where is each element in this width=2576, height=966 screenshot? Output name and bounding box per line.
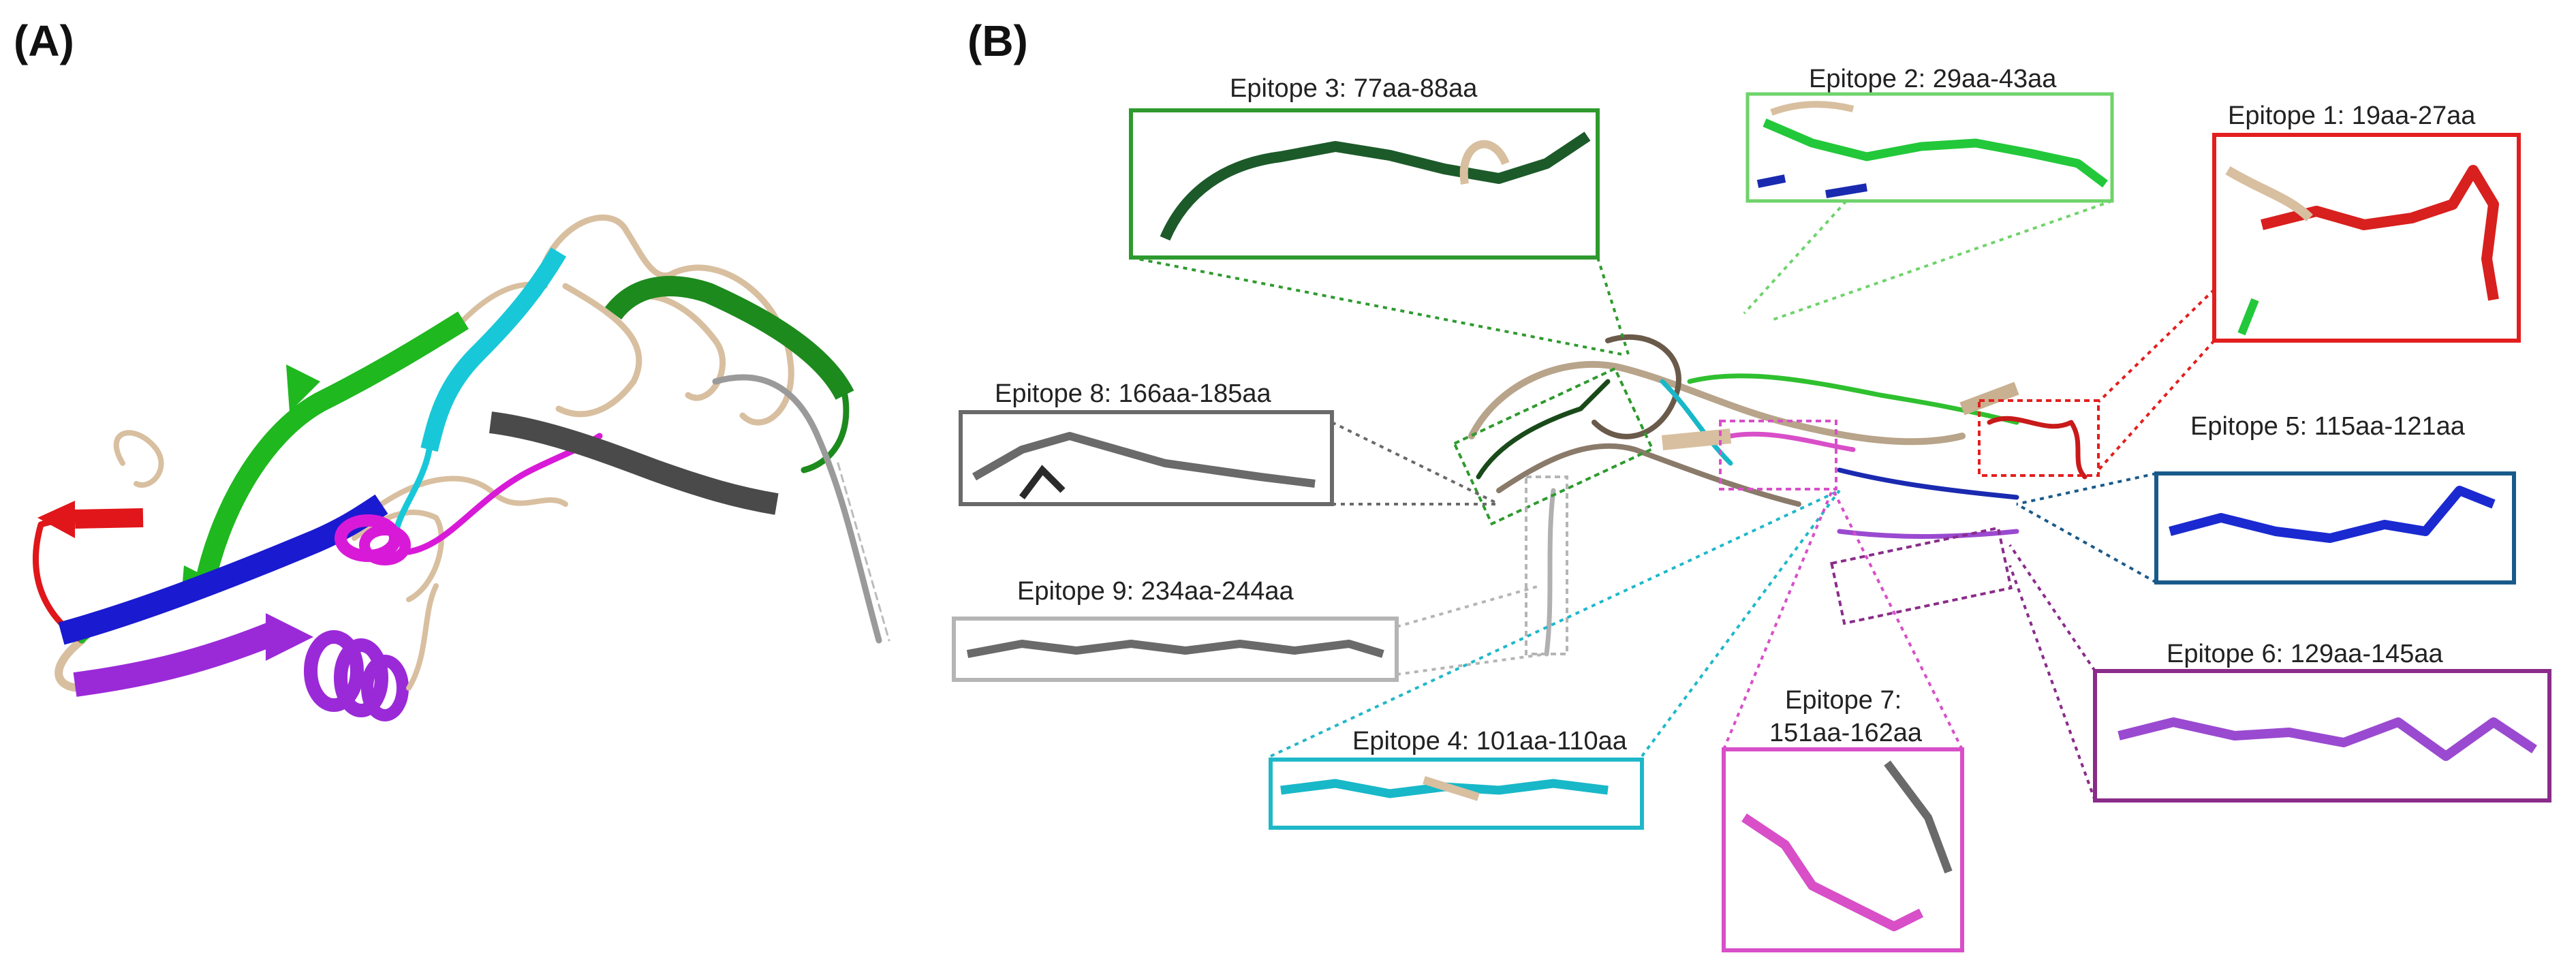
epitope-9-inset: Epitope 9: 234aa-244aa bbox=[952, 577, 1399, 682]
ribbon-purple-loop bbox=[406, 583, 439, 691]
epitope-2-residues bbox=[1763, 119, 2108, 188]
epitope-6-inset: Epitope 6: 129aa-145aa bbox=[2093, 640, 2551, 803]
epitope-4-label: Epitope 4: 101aa-110aa bbox=[1352, 727, 1628, 755]
central-blue bbox=[1837, 467, 2019, 500]
panel-b-central-structure bbox=[1468, 334, 2088, 657]
ribbon-purple-arrow bbox=[266, 613, 313, 661]
highlight-box-epitope-6 bbox=[1830, 526, 2013, 625]
highlight-box-epitope-7 bbox=[1719, 420, 1837, 490]
ribbon-red-sheet bbox=[74, 508, 144, 529]
epitope-2-inset: Epitope 2: 29aa-43aa bbox=[1745, 65, 2114, 203]
ribbon-gray bbox=[712, 374, 882, 644]
highlight-box-epitope-3 bbox=[1453, 367, 1654, 526]
epitope-7-box bbox=[1722, 747, 1964, 952]
epitope-7-inset: Epitope 7: 151aa-162aa bbox=[1722, 686, 1964, 952]
connector-epitope-4 bbox=[1270, 489, 1840, 758]
epitope-9-label: Epitope 9: 234aa-244aa bbox=[1017, 577, 1294, 606]
connector-epitope-2 bbox=[1771, 200, 2113, 322]
ribbon-loop bbox=[542, 214, 678, 279]
ribbon-loop bbox=[55, 636, 86, 692]
ribbon-loop bbox=[671, 264, 794, 426]
ribbon-loop bbox=[623, 293, 726, 401]
connector-epitope-9 bbox=[1396, 653, 1547, 676]
ribbon-dark-green-tail bbox=[801, 392, 850, 473]
ribbon-purple bbox=[73, 622, 277, 697]
epitope-2-loop bbox=[1770, 101, 1855, 116]
epitope-8-residues bbox=[972, 432, 1316, 488]
connector-epitope-5 bbox=[2016, 503, 2157, 584]
ribbon-dark-green bbox=[605, 276, 854, 401]
epitope-3-inset: Epitope 3: 77aa-88aa bbox=[1129, 74, 1600, 260]
epitope-8-label: Epitope 8: 166aa-185aa bbox=[995, 379, 1272, 408]
ribbon-purple-helix bbox=[334, 638, 388, 717]
central-purple bbox=[1837, 529, 2019, 539]
connector-epitope-3 bbox=[1130, 256, 1622, 356]
panel-a-label: (A) bbox=[14, 16, 74, 65]
connector-epitope-4 bbox=[1641, 489, 1841, 758]
epitope-4-inset: Epitope 4: 101aa-110aa bbox=[1269, 727, 1644, 830]
ribbon-green-arrow bbox=[286, 364, 320, 412]
central-tan-sheet bbox=[1959, 381, 2019, 416]
connector-epitope-2 bbox=[1743, 200, 1848, 315]
ribbon-gray-dashed bbox=[837, 462, 890, 642]
ribbon-cyan bbox=[420, 247, 567, 452]
connector-epitope-1 bbox=[2097, 339, 2216, 471]
epitope-9-residues bbox=[966, 640, 1384, 658]
ribbon-dark-gray bbox=[489, 411, 779, 515]
connector-epitope-5 bbox=[2016, 472, 2157, 505]
central-tan-sheet bbox=[1661, 429, 1732, 450]
epitope-8-dark bbox=[1019, 465, 1066, 499]
epitope-1-residues bbox=[2261, 165, 2499, 301]
ribbon-red-arrow bbox=[37, 501, 75, 538]
ribbon-purple-helix bbox=[361, 655, 409, 721]
ribbon-green bbox=[194, 311, 469, 588]
ribbon-loop bbox=[555, 283, 642, 418]
epitope-5-residues bbox=[2169, 486, 2496, 543]
connector-epitope-6 bbox=[2008, 565, 2096, 801]
epitope-8-inset: Epitope 8: 166aa-185aa bbox=[959, 379, 1334, 506]
epitope-2-label: Epitope 2: 29aa-43aa bbox=[1809, 65, 2057, 93]
panel-b-label: (B) bbox=[967, 16, 1028, 65]
central-red bbox=[1987, 416, 2088, 480]
epitope-6-residues bbox=[2117, 717, 2537, 761]
epitope-5-inset: Epitope 5: 115aa-121aa bbox=[2154, 412, 2516, 585]
central-gray bbox=[1544, 488, 1556, 657]
epitope-1-inset: Epitope 1: 19aa-27aa bbox=[2212, 102, 2521, 343]
central-loop bbox=[1496, 443, 1801, 507]
epitope-7-label-line2: 151aa-162aa bbox=[1769, 719, 1923, 747]
epitope-3-residues bbox=[1160, 131, 1591, 241]
epitope-6-label: Epitope 6: 129aa-145aa bbox=[2167, 640, 2444, 668]
connector-lines bbox=[1130, 200, 2216, 801]
ribbon-magenta-loop bbox=[405, 433, 603, 555]
connector-epitope-6 bbox=[2008, 544, 2096, 672]
epitope-3-loop bbox=[1459, 140, 1510, 185]
epitope-4-loop bbox=[1423, 776, 1480, 801]
ribbon-loop bbox=[113, 430, 164, 488]
ribbon-magenta-helix bbox=[359, 525, 411, 565]
central-loop bbox=[1468, 360, 1966, 446]
connector-epitope-1 bbox=[2097, 288, 2216, 403]
central-magenta bbox=[1728, 431, 1856, 452]
ribbon-purple-helix bbox=[304, 630, 364, 712]
connector-epitope-7 bbox=[1831, 488, 1964, 750]
central-dark-green bbox=[1476, 379, 1611, 480]
highlight-box-epitope-1 bbox=[1978, 399, 2100, 477]
epitope-5-label: Epitope 5: 115aa-121aa bbox=[2190, 412, 2466, 441]
epitope-1-green bbox=[2237, 298, 2259, 336]
epitope-7-label-line1: Epitope 7: bbox=[1785, 686, 1902, 715]
epitope-1-label: Epitope 1: 19aa-27aa bbox=[2228, 102, 2476, 130]
epitope-2-blue bbox=[1756, 174, 1867, 198]
central-green bbox=[1687, 373, 2019, 425]
connector-epitope-9 bbox=[1396, 585, 1540, 628]
epitope-1-loop bbox=[2225, 166, 2313, 222]
epitope-7-gray bbox=[1884, 760, 1953, 874]
epitope-3-label: Epitope 3: 77aa-88aa bbox=[1230, 74, 1478, 103]
connector-epitope-7 bbox=[1722, 488, 1834, 750]
epitope-7-residues bbox=[1741, 813, 1924, 931]
panel-a-structure bbox=[33, 214, 890, 721]
